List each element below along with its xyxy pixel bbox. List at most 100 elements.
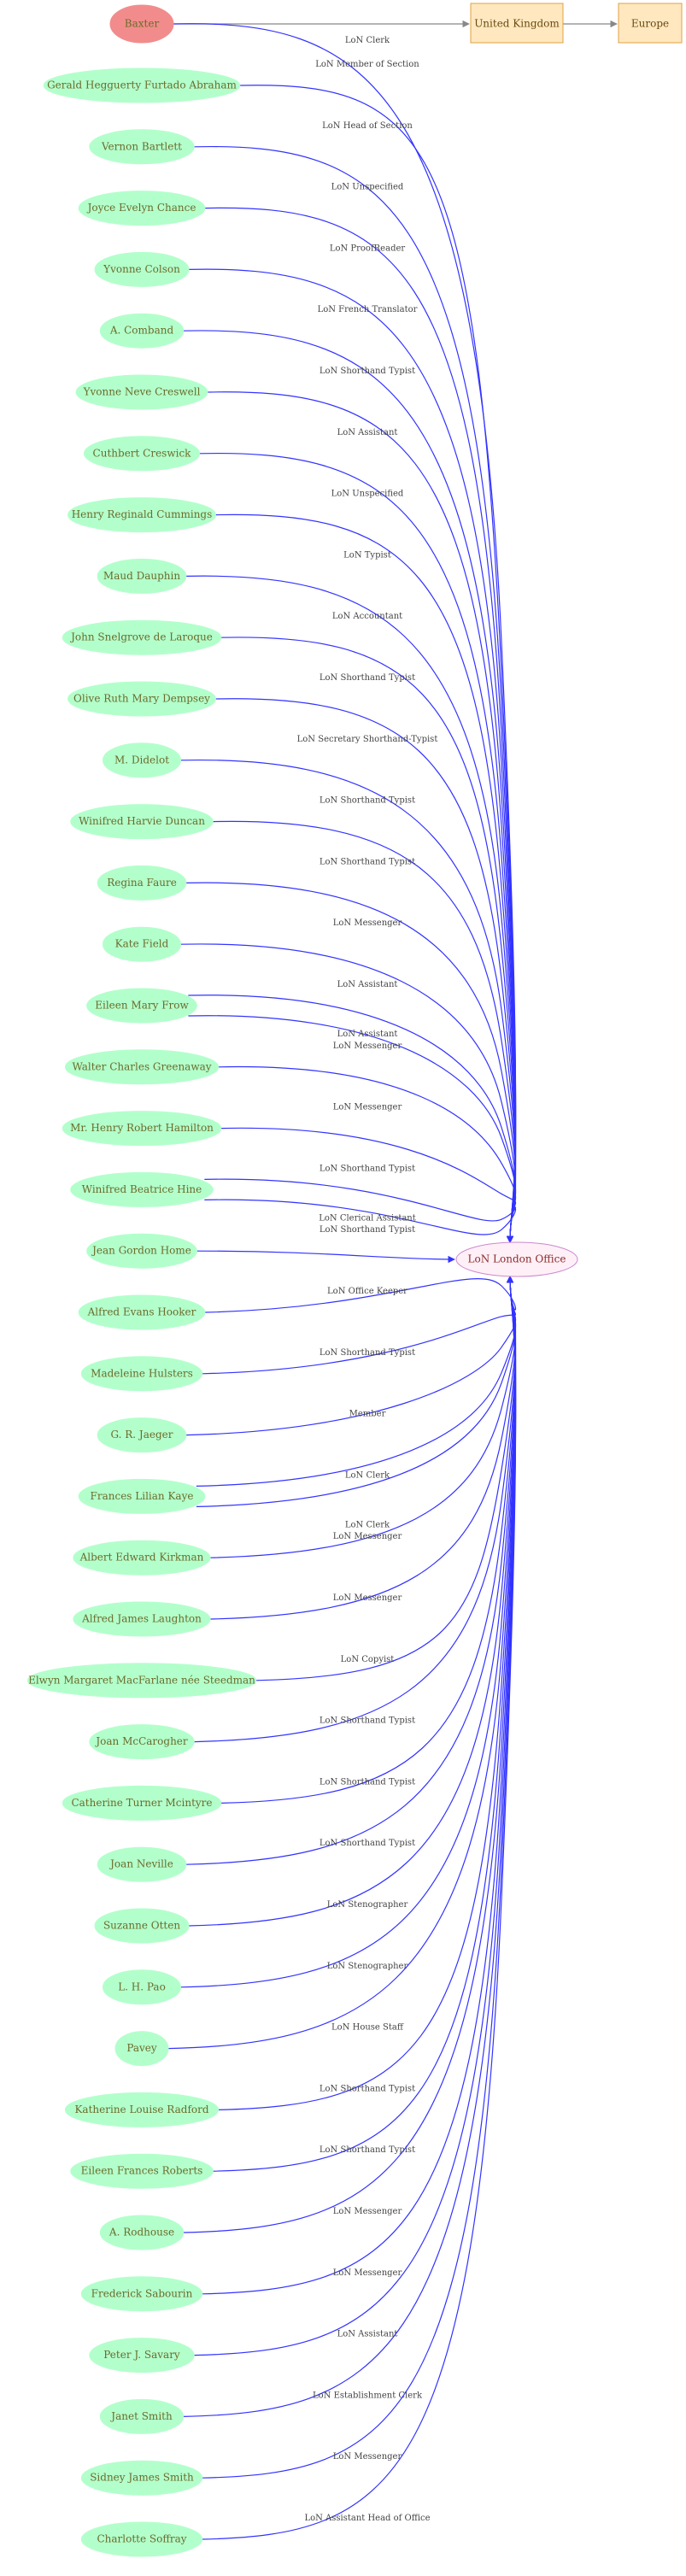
edge-person-hub [220,1127,517,1243]
person-node[interactable]: Catherine Turner Mcintyre [62,1785,222,1821]
person-node-label: Alfred James Laughton [81,1613,202,1625]
hub-node[interactable]: LoN London Office [455,1241,578,1277]
edge-person-hub-label: LoN Assistant [337,1030,398,1039]
person-node-shape [97,1417,187,1453]
person-node-shape [80,2521,203,2557]
person-node-label: Olive Ruth Mary Dempsey [73,693,210,705]
person-node[interactable]: A. Rodhouse [99,2215,185,2250]
edge-person-hub-label: LoN Secretary Shorthand-Typist [297,735,438,744]
person-node-label: Yvonne Neve Creswell [83,386,201,398]
edge-person-hub-label: LoN Assistant [337,980,398,989]
person-node[interactable]: Joyce Evelyn Chance [78,191,206,226]
edge-person-hub-label: LoN Stenographer [327,1962,408,1971]
person-node-label: Winifred Harvie Duncan [79,815,205,827]
person-node[interactable]: Kate Field [103,926,181,962]
person-node[interactable]: Sidney James Smith [80,2460,203,2496]
person-node[interactable]: John Snelgrove de Laroque [62,619,222,655]
person-node[interactable]: Jean Gordon Home [86,1233,197,1269]
person-node[interactable]: Cuthbert Creswick [83,436,201,472]
person-node-shape [43,67,241,103]
person-node[interactable]: Walter Charles Greenaway [64,1049,220,1085]
edge-person-hub [215,513,517,1243]
edge-person-hub-label: LoN Clerk [345,1470,390,1480]
person-node-label: Vernon Bartlett [101,140,182,152]
person-node[interactable]: Yvonne Neve Creswell [75,374,208,410]
person-node-shape [70,2153,214,2189]
person-node-shape [89,2338,195,2374]
person-node[interactable]: Mr. Henry Robert Hamilton [62,1111,222,1147]
person-node[interactable]: Olive Ruth Mary Dempsey [67,681,216,717]
edge-person-hub-label: LoN Shorthand Typist [320,1348,415,1358]
person-node-shape [64,1049,220,1085]
person-node-shape [75,374,208,410]
person-node-shape [26,1663,257,1699]
person-node-shape [80,2276,203,2312]
person-node-label: Jean Gordon Home [91,1245,191,1257]
hub-node-label: LoN London Office [468,1253,566,1265]
person-node[interactable]: Peter J. Savary [89,2338,195,2374]
edge-person-hub-label: LoN French Translator [318,305,418,314]
edge-origin-hub-label: LoN Clerk [345,36,390,45]
person-node[interactable]: Yvonne Colson [94,251,190,287]
person-node-shape [99,2398,185,2434]
person-node[interactable]: Eileen Mary Frow [86,988,197,1024]
person-node[interactable]: G. R. Jaeger [97,1417,187,1453]
person-node[interactable]: L. H. Pao [103,1969,181,2005]
edge-person-hub [204,1199,517,1243]
person-node[interactable]: Vernon Bartlett [89,129,195,165]
person-node[interactable]: Janet Smith [99,2398,185,2434]
person-node[interactable]: A. Comband [99,313,185,349]
person-node[interactable]: Eileen Frances Roberts [70,2153,214,2189]
person-node-shape [86,1233,197,1269]
person-node-label: Alfred Evans Hooker [87,1306,196,1318]
edge-person-hub-label: LoN Shorthand Typist [320,673,415,683]
edge-person-hub-label: LoN Messenger [333,2207,402,2216]
person-node-label: Katherine Louise Radford [74,2104,208,2115]
person-node[interactable]: Pavey [114,2031,169,2067]
person-node[interactable]: Joan McCarogher [89,1724,195,1760]
person-node[interactable]: Winifred Beatrice Hine [70,1171,214,1207]
edge-person-hub [202,1276,517,2479]
edge-person-hub [207,391,517,1243]
person-node[interactable]: Alfred James Laughton [73,1601,211,1637]
person-node[interactable]: Henry Reginald Cummings [67,497,216,533]
origin-node[interactable]: Baxter [109,4,174,44]
person-node[interactable]: Madeleine Hulsters [80,1356,203,1392]
edge-person-hub-label: LoN House Staff [331,2023,404,2033]
person-node[interactable]: Charlotte Soffray [80,2521,203,2557]
person-node[interactable]: Alfred Evans Hooker [78,1294,206,1330]
edge-person-hub-label: LoN Shorthand Typist [320,1839,415,1848]
edge-person-hub-label: LoN Messenger [333,1103,402,1112]
person-node-shape [80,2460,203,2496]
person-node-label: G. R. Jaeger [110,1429,173,1441]
edge-person-hub-label: LoN Shorthand Typist [320,796,415,806]
person-node[interactable]: Joan Neville [97,1846,187,1882]
place-node-europe[interactable]: Europe [618,3,683,44]
person-node[interactable]: Albert Edward Kirkman [73,1540,211,1576]
person-node[interactable]: Regina Faure [97,865,187,901]
edge-person-hub [194,1276,517,2356]
edge-person-hub-label: LoN Unspecified [331,183,404,192]
person-node[interactable]: M. Didelot [103,742,181,778]
edge-person-hub-label: LoN Messenger [333,1593,402,1603]
person-node[interactable]: Winifred Harvie Duncan [70,804,214,840]
person-node[interactable]: Gerald Hegguerty Furtado Abraham [43,67,241,103]
person-node[interactable]: Suzanne Otten [94,1908,190,1944]
person-node-label: Regina Faure [107,877,177,889]
person-node-shape [86,988,197,1024]
person-node[interactable]: Maud Dauphin [97,558,187,594]
person-node[interactable]: Frederick Sabourin [80,2276,203,2312]
place-node-united-kingdom[interactable]: United Kingdom [470,3,564,44]
edge-person-hub-label: LoN Shorthand Typist [320,2084,415,2093]
person-node[interactable]: Elwyn Margaret MacFarlane née Steedman [26,1663,257,1699]
person-node-shape [83,436,201,472]
edge-person-hub-label: LoN Messenger [333,1532,402,1541]
edge-person-hub [185,882,517,1243]
person-node[interactable]: Katherine Louise Radford [64,2092,220,2127]
person-node[interactable]: Frances Lilian Kaye [78,1478,206,1514]
edge-person-hub [218,1276,517,2110]
person-node-shape [99,313,185,349]
person-node-label: Kate Field [115,938,169,950]
